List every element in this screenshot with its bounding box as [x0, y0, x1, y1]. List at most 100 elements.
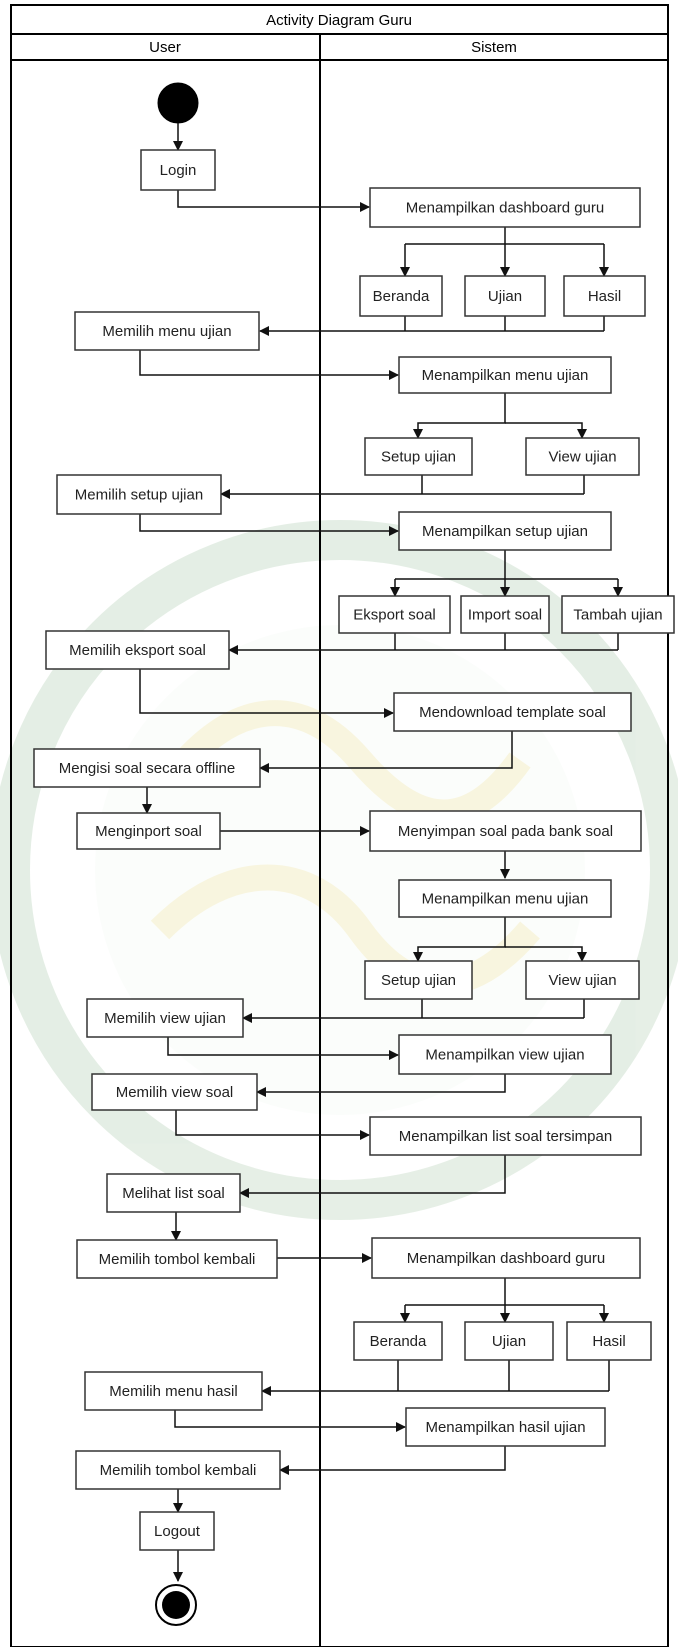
activity-box: [74, 311, 260, 351]
activity-label: View ujian: [548, 972, 616, 989]
activity-label: Menampilkan menu ujian: [422, 367, 589, 384]
activity-box: [140, 149, 216, 191]
activity-node-dash2: Menampilkan dashboard guru: [371, 1237, 641, 1279]
activity-label: Import soal: [468, 607, 542, 624]
activity-node-beranda2: Beranda: [353, 1321, 443, 1361]
activity-node-kembali2: Memilih tombol kembali: [75, 1450, 281, 1490]
activity-box: [464, 1321, 554, 1361]
activity-label: Ujian: [488, 288, 522, 305]
activity-label: Menampilkan menu ujian: [422, 891, 589, 908]
activity-label: Menampilkan setup ujian: [422, 523, 588, 540]
activity-label: Memilih view ujian: [104, 1010, 226, 1027]
activity-box: [398, 1034, 612, 1075]
activity-box: [76, 1239, 278, 1279]
activity-box: [563, 275, 646, 317]
activity-node-tampilHasil: Menampilkan hasil ujian: [405, 1407, 606, 1447]
activity-label: Memilih tombol kembali: [100, 1462, 257, 1479]
activity-box: [460, 595, 550, 634]
activity-node-eksport: Eksport soal: [338, 595, 451, 634]
activity-label: Menampilkan list soal tersimpan: [399, 1128, 612, 1145]
activity-node-isiSoal: Mengisi soal secara offline: [33, 748, 261, 788]
initial-node: [157, 82, 199, 124]
activity-box: [525, 437, 640, 476]
activity-node-tampilSetup: Menampilkan setup ujian: [398, 511, 612, 551]
activity-box: [84, 1371, 263, 1411]
activity-label: Hasil: [592, 1333, 625, 1350]
activity-box: [364, 437, 473, 476]
activity-box: [369, 1116, 642, 1156]
activity-box: [139, 1511, 215, 1551]
activity-box: [353, 1321, 443, 1361]
activity-box: [45, 630, 230, 670]
activity-box: [398, 356, 612, 394]
activity-node-login: Login: [140, 149, 216, 191]
activity-label: Eksport soal: [353, 607, 436, 624]
activity-node-setup2: Setup ujian: [364, 960, 473, 1000]
swimlane-frame: [10, 4, 669, 1647]
activity-node-pilihHasil: Memilih menu hasil: [84, 1371, 263, 1411]
activity-node-lihatList: Melihat list soal: [106, 1173, 241, 1213]
activity-label: Hasil: [588, 288, 621, 305]
activity-label: Menampilkan dashboard guru: [406, 200, 604, 217]
activity-node-ujian2: Ujian: [464, 1321, 554, 1361]
activity-label: Menampilkan view ujian: [425, 1047, 584, 1064]
activity-box: [338, 595, 451, 634]
activity-box: [566, 1321, 652, 1361]
activity-label: Mengisi soal secara offline: [59, 760, 235, 777]
activity-box: [398, 511, 612, 551]
diagram-title: Activity Diagram Guru: [266, 12, 412, 29]
activity-box: [75, 1450, 281, 1490]
activity-node-import: Import soal: [460, 595, 550, 634]
final-node: [155, 1584, 197, 1626]
activity-node-view2: View ujian: [525, 960, 640, 1000]
activity-node-tampilList: Menampilkan list soal tersimpan: [369, 1116, 642, 1156]
activity-box: [371, 1237, 641, 1279]
lane-system-header: Sistem: [471, 39, 517, 56]
activity-label: Memilih eksport soal: [69, 642, 206, 659]
activity-label: Menyimpan soal pada bank soal: [398, 823, 613, 840]
activity-label: Memilih tombol kembali: [99, 1251, 256, 1268]
activity-label: Beranda: [370, 1333, 427, 1350]
activity-label: Menampilkan dashboard guru: [407, 1250, 605, 1267]
activity-node-inport: Menginport soal: [76, 812, 221, 850]
activity-box: [398, 879, 612, 918]
activity-label: View ujian: [548, 449, 616, 466]
activity-label: Logout: [154, 1523, 201, 1540]
activity-label: Menginport soal: [95, 823, 202, 840]
activity-label: Memilih setup ujian: [75, 487, 203, 504]
activity-box: [33, 748, 261, 788]
activity-label: Tambah ujian: [573, 607, 662, 624]
activity-node-pilihSetup: Memilih setup ujian: [56, 474, 222, 515]
activity-label: Memilih menu hasil: [109, 1383, 237, 1400]
activity-label: Menampilkan hasil ujian: [425, 1419, 585, 1436]
activity-box: [525, 960, 640, 1000]
activity-node-pilihEksport: Memilih eksport soal: [45, 630, 230, 670]
activity-box: [364, 960, 473, 1000]
activity-label: Setup ujian: [381, 449, 456, 466]
activity-box: [464, 275, 546, 317]
activity-node-tampilUjian2: Menampilkan menu ujian: [398, 879, 612, 918]
activity-node-download: Mendownload template soal: [393, 692, 632, 732]
activity-box: [561, 595, 675, 634]
activity-box: [369, 810, 642, 852]
activity-label: Login: [160, 162, 197, 179]
activity-box: [393, 692, 632, 732]
activity-node-beranda1: Beranda: [359, 275, 443, 317]
activity-node-hasil2: Hasil: [566, 1321, 652, 1361]
activity-box: [76, 812, 221, 850]
activity-node-ujian1: Ujian: [464, 275, 546, 317]
activity-node-tampilView: Menampilkan view ujian: [398, 1034, 612, 1075]
flow-edges: [139, 123, 623, 1582]
activity-label: Beranda: [373, 288, 430, 305]
activity-label: Mendownload template soal: [419, 704, 606, 721]
activity-node-hasil1: Hasil: [563, 275, 646, 317]
activity-node-dash1: Menampilkan dashboard guru: [369, 187, 641, 228]
activity-box: [405, 1407, 606, 1447]
lane-user-header: User: [149, 39, 181, 56]
activity-node-tampilUjian1: Menampilkan menu ujian: [398, 356, 612, 394]
activity-node-setup1: Setup ujian: [364, 437, 473, 476]
activity-node-pilihUjian: Memilih menu ujian: [74, 311, 260, 351]
activity-node-pilihView: Memilih view ujian: [86, 998, 244, 1038]
